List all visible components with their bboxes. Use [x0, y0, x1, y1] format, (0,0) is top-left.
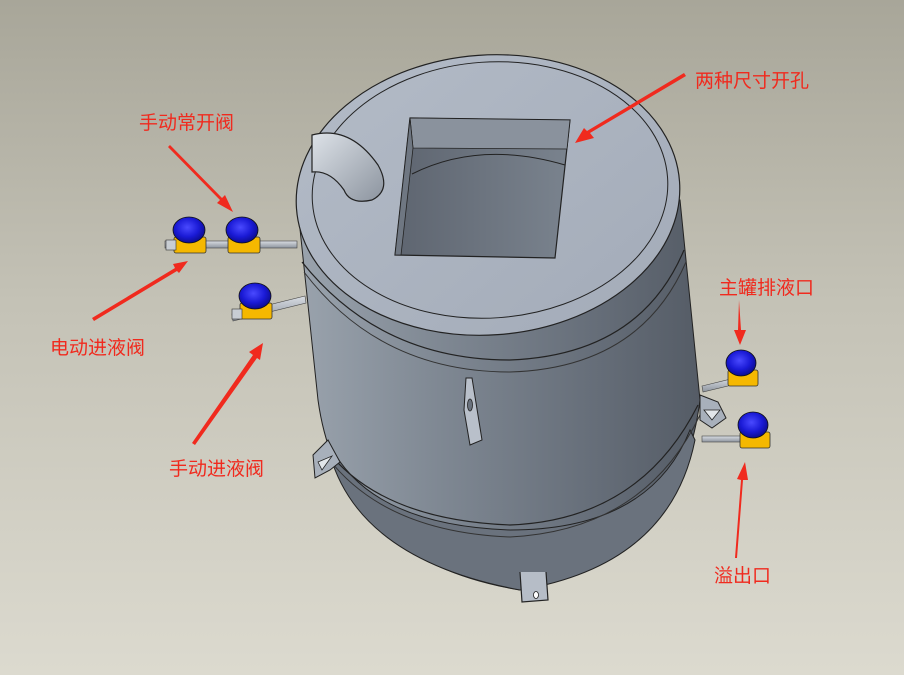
arrow-two-size-openings [575, 73, 686, 143]
manual-normally-open-valve [225, 216, 261, 254]
arrow-main-tank-drain [734, 300, 746, 345]
arrow-manual-normally-open-valve [168, 145, 233, 212]
arrow-overflow-outlet [735, 462, 748, 558]
overflow-outlet-valve [701, 411, 771, 449]
label-main-tank-drain: 主罐排液口 [719, 277, 815, 299]
arrow-electric-inlet-valve [92, 261, 188, 321]
square-opening [394, 117, 571, 259]
label-electric-inlet-valve: 电动进液阀 [50, 337, 146, 359]
electric-inlet-valve [165, 216, 207, 254]
arrow-manual-inlet-valve [192, 343, 263, 445]
mounting-foot-left [312, 439, 341, 479]
mounting-foot-bottom [519, 571, 549, 603]
label-two-size-openings: 两种尺寸开孔 [695, 70, 810, 92]
main-tank-drain-valve [701, 349, 759, 393]
annotation-arrows [92, 73, 748, 558]
label-manual-normally-open-valve: 手动常开阀 [139, 112, 235, 134]
elbow-pipe [311, 132, 385, 202]
label-manual-inlet-valve: 手动进液阀 [169, 458, 265, 480]
manual-inlet-valve [231, 282, 273, 320]
label-overflow-outlet: 溢出口 [714, 565, 772, 587]
mounting-foot-right [699, 394, 727, 429]
